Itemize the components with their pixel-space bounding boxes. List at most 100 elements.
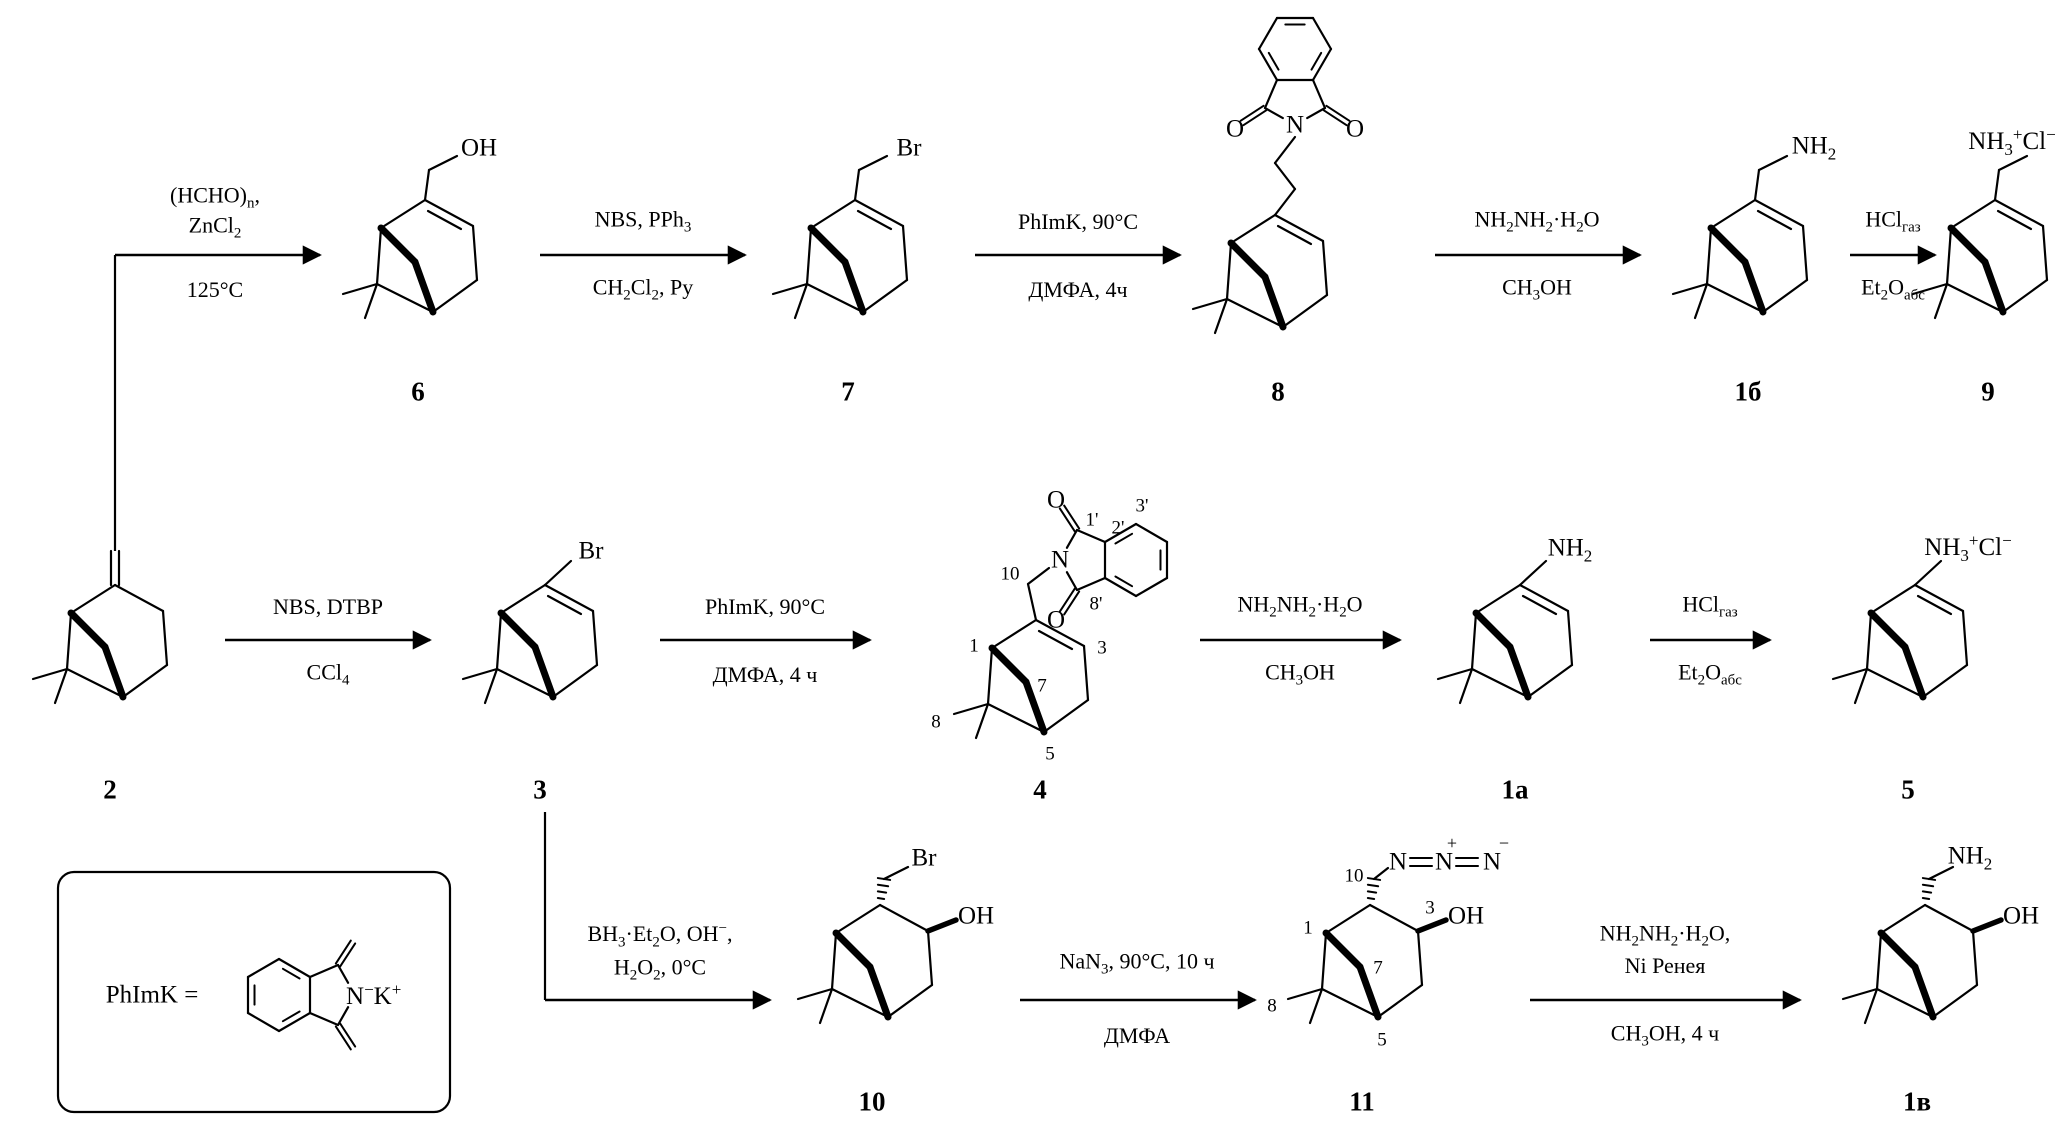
compound-1a-number: 1а <box>1501 774 1529 805</box>
cond-r3s1-above1: BH3·Et2O, OH−, <box>587 920 733 951</box>
cond-r2s1-below: CCl4 <box>306 659 350 689</box>
cond-r2s4-above: HClгаз <box>1682 591 1738 621</box>
legend-box <box>56 870 452 1114</box>
cond-r1s2-above: NBS, PPh3 <box>594 206 692 236</box>
structure-9 <box>1911 154 2049 320</box>
structure-11 <box>1286 866 1449 1025</box>
legend-nk-salt-label: N−K+ <box>346 979 402 1011</box>
compound-11-azide-n3: N <box>1482 848 1502 876</box>
cond-r1s1-above2: ZnCl2 <box>188 212 242 242</box>
compound-8-o-left: O <box>1225 115 1245 143</box>
compound-10-br-label: Br <box>911 844 937 872</box>
compound-1b-nh2-label: NH2 <box>1791 132 1837 164</box>
compound-11-oh-label: OH <box>1447 902 1485 930</box>
compound-5-salt-label: NH3+Cl− <box>1924 530 2012 566</box>
structure-linkers <box>1026 135 1479 867</box>
compound-1v-number: 1в <box>1902 1086 1932 1117</box>
compound-4-locant-10: 10 <box>1000 563 1020 585</box>
cond-r3s3-above2: Ni Ренея <box>1624 953 1706 978</box>
compound-3-number: 3 <box>533 774 547 805</box>
structure-1b <box>1671 154 1809 320</box>
cond-r2s2-above: PhImK, 90°C <box>704 594 826 619</box>
compound-11-azide-minus: − <box>1498 833 1510 853</box>
cond-r1s5-above: HClгаз <box>1865 206 1921 236</box>
compound-7-br-label: Br <box>896 134 922 162</box>
compound-11-locant-5: 5 <box>1377 1029 1387 1051</box>
compound-4-locant-8p: 8' <box>1089 593 1103 615</box>
cond-r1s1-below: 125°C <box>186 277 244 302</box>
structure-1v <box>1841 865 2004 1025</box>
compound-1a-nh2-label: NH2 <box>1547 534 1593 566</box>
cond-r1s5-below: Et2Oабс <box>1861 274 1925 304</box>
cond-r2s3-below: CH3OH <box>1265 659 1335 689</box>
cond-r2s2-below: ДМФА, 4 ч <box>712 662 818 687</box>
compound-6-oh-label: OH <box>460 134 498 162</box>
cond-r3s2-below: ДМФА <box>1103 1023 1171 1048</box>
cond-r3s2-above: NaN3, 90°C, 10 ч <box>1059 948 1215 978</box>
compound-4-number: 4 <box>1033 774 1047 805</box>
compound-4-n-label: N <box>1050 546 1070 574</box>
cond-r3s1-above2: H2O2, 0°C <box>613 954 707 984</box>
cond-r1s4-above: NH2NH2·H2O <box>1474 206 1600 236</box>
compound-11-locant-10: 10 <box>1344 865 1364 887</box>
cond-r3s3-below: CH3OH, 4 ч <box>1610 1020 1720 1050</box>
compound-3-br-label: Br <box>578 537 604 565</box>
compound-9-number: 9 <box>1981 376 1995 407</box>
compound-11-locant-8: 8 <box>1267 995 1277 1017</box>
compound-10-oh-label: OH <box>957 902 995 930</box>
compound-8-o-right: O <box>1345 115 1365 143</box>
structure-4-pinene <box>952 618 1090 740</box>
compound-11-number: 11 <box>1349 1086 1375 1117</box>
cond-r2s1-above: NBS, DTBP <box>272 594 384 619</box>
cond-r1s4-below: CH3OH <box>1502 274 1572 304</box>
structure-2 <box>31 549 169 705</box>
compound-9-salt-label: NH3+Cl− <box>1968 124 2056 160</box>
cond-r2s3-above: NH2NH2·H2O <box>1237 591 1363 621</box>
compound-4-locant-7: 7 <box>1037 675 1047 697</box>
compound-4-locant-5: 5 <box>1045 743 1055 765</box>
cond-r1s2-below: CH2Cl2, Py <box>592 274 694 304</box>
compound-4-locant-8: 8 <box>931 711 941 733</box>
cond-r1s3-below: ДМФА, 4ч <box>1028 277 1128 302</box>
structure-7 <box>771 154 909 320</box>
compound-11-locant-1: 1 <box>1303 917 1313 939</box>
structure-4-phthalimide <box>1058 504 1169 616</box>
compound-7-number: 7 <box>841 376 855 407</box>
compound-11-azide-plus: + <box>1446 833 1458 853</box>
compound-4-locant-3p: 3' <box>1135 495 1149 517</box>
compound-1b-number: 1б <box>1734 376 1762 407</box>
structures-layer <box>31 16 2049 1051</box>
structure-6 <box>341 154 479 320</box>
compound-6-number: 6 <box>411 376 425 407</box>
cond-r2s4-below: Et2Oабс <box>1678 659 1742 689</box>
compound-11-locant-7: 7 <box>1373 957 1383 979</box>
compound-4-o-bottom: O <box>1046 606 1066 634</box>
cond-r1s1-above1: (HCHO)n, <box>170 182 260 212</box>
compound-4-locant-1: 1 <box>969 635 979 657</box>
compound-1v-oh-label: OH <box>2002 902 2040 930</box>
structure-5 <box>1831 559 1969 705</box>
reaction-arrows <box>56 245 1937 1114</box>
compound-11-locant-3: 3 <box>1425 897 1435 919</box>
compound-5-number: 5 <box>1901 774 1915 805</box>
structure-legend-phthalimide <box>246 939 357 1051</box>
structure-8-pinene <box>1191 213 1329 335</box>
structure-8-phthalimide <box>1239 16 1351 127</box>
compound-4-locant-1p: 1' <box>1085 509 1099 531</box>
compound-8-number: 8 <box>1271 376 1285 407</box>
structure-3 <box>461 559 599 705</box>
compound-8-n-label: N <box>1285 111 1305 139</box>
compound-4-o-top: O <box>1046 486 1066 514</box>
compound-11-azide-n2: N <box>1434 848 1454 876</box>
structure-10 <box>796 865 959 1025</box>
compound-11-azide-n1: N <box>1388 848 1408 876</box>
structure-1a <box>1436 559 1574 705</box>
compound-2-number: 2 <box>103 774 117 805</box>
cond-r1s3-above: PhImK, 90°C <box>1017 209 1139 234</box>
compound-10-number: 10 <box>858 1086 886 1117</box>
compound-4-locant-3: 3 <box>1097 637 1107 659</box>
compound-4-locant-2p: 2' <box>1111 517 1125 539</box>
cond-r3s3-above1: NH2NH2·H2O, <box>1599 920 1731 950</box>
